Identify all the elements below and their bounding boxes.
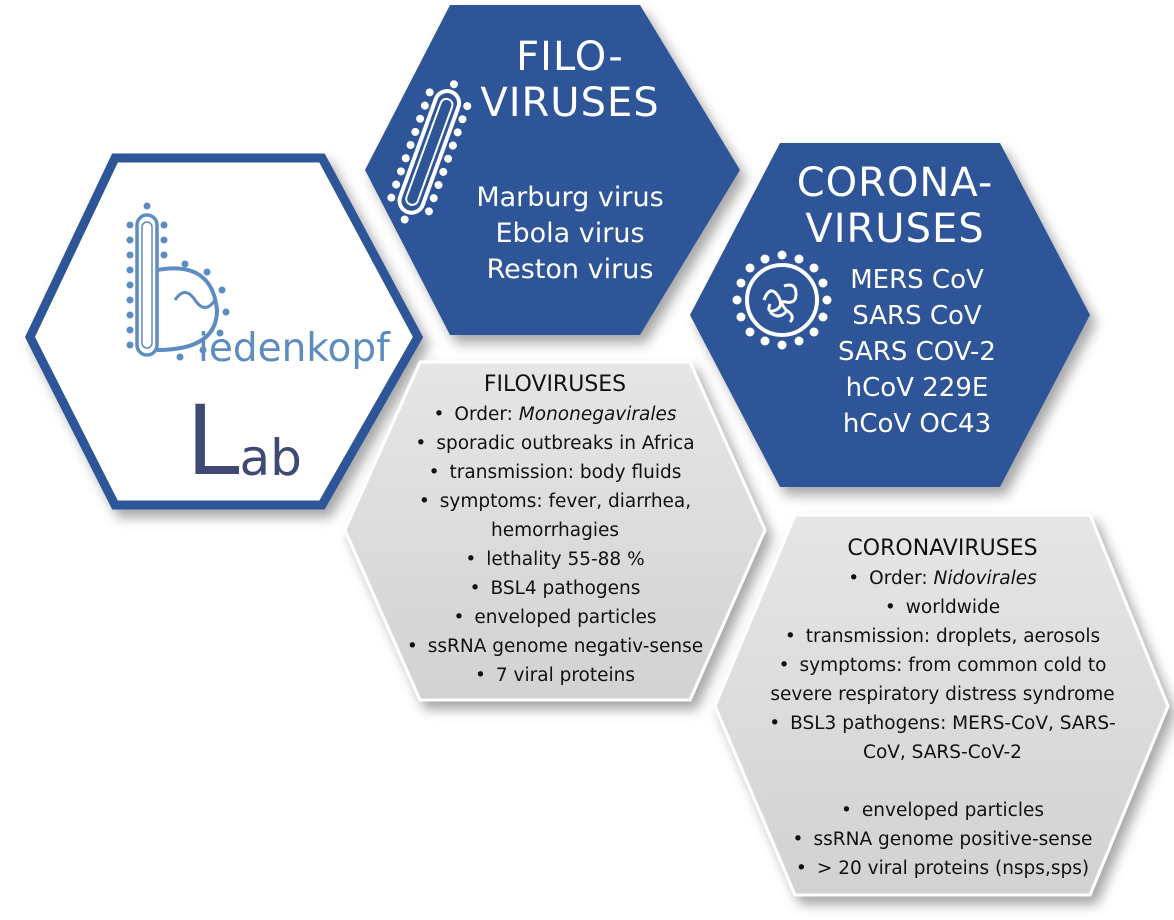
bullet-dot: • <box>848 568 860 589</box>
filo-info: FILOVIRUSES • Order: Mononegavirales • spor… <box>360 370 750 690</box>
bullet-item: • Order: Mononegavirales <box>360 400 750 429</box>
corona-virus-item: SARS CoV <box>852 301 982 331</box>
bullet-item: • transmission: body fluids <box>360 458 750 487</box>
bullet-item: • Order: Nidovirales <box>730 564 1155 593</box>
corona-virus-item: MERS CoV <box>850 265 984 295</box>
bullet-text: enveloped particles <box>474 607 657 628</box>
corona-virus-item: hCoV OC43 <box>842 409 992 439</box>
bullet-item: • > 20 viral proteins (nsps,sps) <box>730 854 1155 883</box>
bullet-text: BSL4 pathogens <box>490 578 641 599</box>
bullet-dot: • <box>465 549 477 570</box>
bullet-text: BSL3 pathogens: MERS-CoV, SARS- <box>790 713 1116 734</box>
coronavirus-icon <box>732 250 832 350</box>
bullet-item: • 7 viral proteins <box>360 661 750 690</box>
bullet-dot: • <box>795 858 807 879</box>
bullet-item: • sporadic outbreaks in Africa <box>360 429 750 458</box>
logo-hexagon <box>24 153 424 510</box>
bullet-item: • enveloped particles <box>730 796 1155 825</box>
corona-info: CORONAVIRUSES • Order: Nidovirales • worldw… <box>730 534 1155 883</box>
bullet-item: • worldwide <box>730 593 1155 622</box>
corona-virus-item: hCoV 229E <box>845 373 989 403</box>
order-name: Mononegavirales <box>518 404 677 425</box>
bullet-text: transmission: body fluids <box>449 462 682 483</box>
filo-title-line2: VIRUSES <box>480 80 660 126</box>
filo-virus-item: Reston virus <box>486 254 654 285</box>
order-name: Nidovirales <box>933 568 1037 589</box>
corona-info-header: CORONAVIRUSES <box>847 536 1038 561</box>
bullet-dot: • <box>778 655 790 676</box>
bullet-continuation: hemorrhagies <box>491 520 619 541</box>
bullet-prefix: Order: <box>454 404 519 425</box>
bullet-text: sporadic outbreaks in Africa <box>436 433 695 454</box>
filo-virus-item: Ebola virus <box>495 218 645 249</box>
corona-info-hexagon <box>713 513 1170 897</box>
filo-info-hexagon <box>343 360 767 702</box>
bullet-dot: • <box>784 626 796 647</box>
bullet-continuation: CoV, SARS-CoV-2 <box>863 742 1022 763</box>
logo-lab-l: L <box>186 385 240 497</box>
bullet-text: 7 viral proteins <box>495 665 636 686</box>
bullet-text: enveloped particles <box>861 800 1044 821</box>
corona-hexagon <box>690 143 1090 487</box>
bullet-text: lethality 55-88 % <box>486 549 645 570</box>
bullet-dot: • <box>453 607 465 628</box>
bullet-item: • symptoms: fever, diarrhea, hemorrhagies <box>360 487 750 545</box>
bullet-dot: • <box>884 597 896 618</box>
bullet-item: • transmission: droplets, aerosols <box>730 622 1155 651</box>
filovirus-icon <box>387 80 472 224</box>
corona-virus-list: MERS CoV SARS CoV SARS COV-2 hCoV 229E h… <box>832 262 1002 442</box>
filo-virus-item: Marburg virus <box>476 182 664 213</box>
bullet-item: • enveloped particles <box>360 603 750 632</box>
bullet-continuation: severe respiratory distress syndrome <box>770 684 1115 705</box>
bullet-prefix: Order: <box>869 568 934 589</box>
logo-wordmark: iedenkopf <box>198 326 390 371</box>
filo-info-header: FILOVIRUSES <box>483 372 627 397</box>
bullet-item: • BSL4 pathogens <box>360 574 750 603</box>
bullet-dot: • <box>428 462 440 483</box>
logo-lab-ab: ab <box>239 429 302 487</box>
bullet-text: symptoms: fever, diarrhea, <box>439 491 692 512</box>
bullet-item: • ssRNA genome positive-sense <box>730 825 1155 854</box>
bullet-dot: • <box>841 800 852 821</box>
logo-lab: L ab <box>186 393 302 489</box>
bullet-text: worldwide <box>905 597 1001 618</box>
bullet-text: > 20 viral proteins (nsps,sps) <box>816 858 1090 879</box>
filo-hexagon <box>365 5 740 335</box>
bullet-dot: • <box>469 578 481 599</box>
bullet-item: • symptoms: from common cold to severe res… <box>730 651 1155 709</box>
bullet-text: ssRNA genome negativ-sense <box>427 636 704 657</box>
bullet-text: ssRNA genome positive-sense <box>813 829 1093 850</box>
bullet-dot: • <box>415 433 427 454</box>
corona-title-line1: CORONA- <box>796 160 994 206</box>
corona-title-line2: VIRUSES <box>805 206 985 252</box>
corona-title: CORONA- VIRUSES <box>790 160 1000 252</box>
bullet-item: • BSL3 pathogens: MERS-CoV, SARS- CoV, SAR… <box>730 709 1155 767</box>
filo-virus-list: Marburg virus Ebola virus Reston virus <box>460 180 680 288</box>
bullet-dot: • <box>474 665 486 686</box>
corona-info-list: • Order: Nidovirales • worldwide • transmissi… <box>730 564 1155 883</box>
filo-info-list: • Order: Mononegavirales • sporadic outbrea… <box>360 400 750 690</box>
bullet-text: transmission: droplets, aerosols <box>805 626 1101 647</box>
filo-title-line1: FILO- <box>516 34 624 80</box>
corona-virus-item: SARS COV-2 <box>838 337 996 367</box>
bullet-item: • lethality 55-88 % <box>360 545 750 574</box>
bullet-dot: • <box>433 404 445 425</box>
bullet-dot: • <box>792 829 804 850</box>
bullet-text: symptoms: from common cold to <box>799 655 1107 676</box>
filo-title: FILO- VIRUSES <box>470 34 670 126</box>
logo-virus-b-icon <box>126 202 230 361</box>
bullet-dot: • <box>769 713 781 734</box>
bullet-dot: • <box>418 491 430 512</box>
bullet-item: • ssRNA genome negativ-sense <box>360 632 750 661</box>
bullet-dot: • <box>406 636 418 657</box>
